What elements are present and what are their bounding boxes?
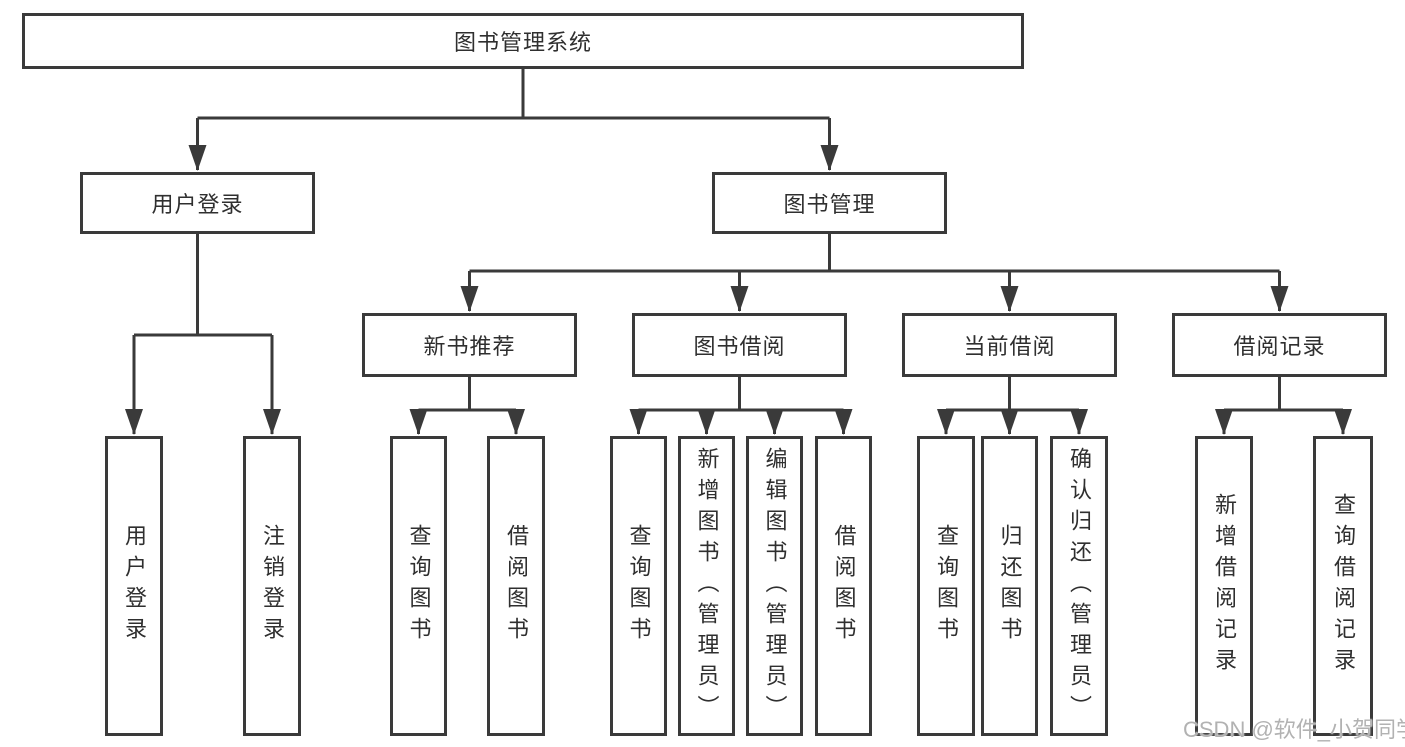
leaf-borrow-add-book-admin: 新增图书（管理员） bbox=[678, 436, 735, 736]
connector-book-management bbox=[469, 234, 1280, 273]
leaf-label: 借阅图书 bbox=[831, 524, 857, 648]
connector-user-login bbox=[134, 234, 272, 337]
node-new-book-recommend: 新书推荐 bbox=[362, 313, 577, 377]
leaf-label: 查询图书 bbox=[406, 524, 432, 648]
node-current-borrow: 当前借阅 bbox=[902, 313, 1117, 377]
leaf-borrow-edit-book-admin: 编辑图书（管理员） bbox=[746, 436, 803, 736]
node-book-management: 图书管理 bbox=[712, 172, 947, 234]
node-user-login: 用户登录 bbox=[80, 172, 315, 234]
leaf-logout-login: 注销登录 bbox=[243, 436, 301, 736]
leaf-label: 查询图书 bbox=[626, 524, 652, 648]
leaf-label: 编辑图书（管理员） bbox=[762, 446, 788, 726]
leaf-recommend-borrow-book: 借阅图书 bbox=[487, 436, 545, 736]
connector-record bbox=[1224, 377, 1343, 412]
node-label: 当前借阅 bbox=[963, 334, 1056, 359]
leaf-label: 注销登录 bbox=[260, 524, 285, 648]
leaf-current-confirm-return-admin: 确认归还（管理员） bbox=[1050, 436, 1108, 736]
leaf-record-add: 新增借阅记录 bbox=[1195, 436, 1253, 736]
connector-borrow bbox=[638, 377, 844, 412]
node-label: 新书推荐 bbox=[423, 334, 516, 359]
node-label: 图书管理系统 bbox=[453, 30, 592, 55]
node-borrow-record: 借阅记录 bbox=[1172, 313, 1387, 377]
leaf-record-query: 查询借阅记录 bbox=[1313, 436, 1373, 736]
leaf-label: 新增图书（管理员） bbox=[694, 446, 720, 726]
node-label: 用户登录 bbox=[151, 192, 244, 217]
leaf-recommend-query-book: 查询图书 bbox=[390, 436, 447, 736]
csdn-watermark: CSDN @软件_小贺同学 bbox=[1183, 717, 1405, 742]
node-label: 图书借阅 bbox=[693, 334, 786, 359]
leaf-label: 借阅图书 bbox=[504, 524, 529, 648]
connector-root bbox=[197, 69, 830, 120]
leaf-label: 归还图书 bbox=[997, 524, 1023, 648]
node-library-management-system: 图书管理系统 bbox=[22, 13, 1024, 69]
node-book-borrow: 图书借阅 bbox=[632, 313, 847, 377]
leaf-borrow-query-book: 查询图书 bbox=[610, 436, 667, 736]
leaf-label: 查询借阅记录 bbox=[1331, 493, 1356, 679]
leaf-current-return-book: 归还图书 bbox=[981, 436, 1038, 736]
leaf-borrow-borrow-book: 借阅图书 bbox=[815, 436, 872, 736]
connector-current bbox=[946, 377, 1079, 412]
node-label: 图书管理 bbox=[783, 192, 876, 217]
connector-recommend bbox=[418, 377, 516, 412]
leaf-label: 查询图书 bbox=[934, 524, 959, 648]
leaf-label: 用户登录 bbox=[122, 524, 147, 648]
leaf-label: 确认归还（管理员） bbox=[1067, 446, 1092, 726]
node-label: 借阅记录 bbox=[1233, 334, 1326, 359]
leaf-user-login: 用户登录 bbox=[105, 436, 163, 736]
leaf-label: 新增借阅记录 bbox=[1212, 493, 1237, 679]
leaf-current-query-book: 查询图书 bbox=[917, 436, 975, 736]
